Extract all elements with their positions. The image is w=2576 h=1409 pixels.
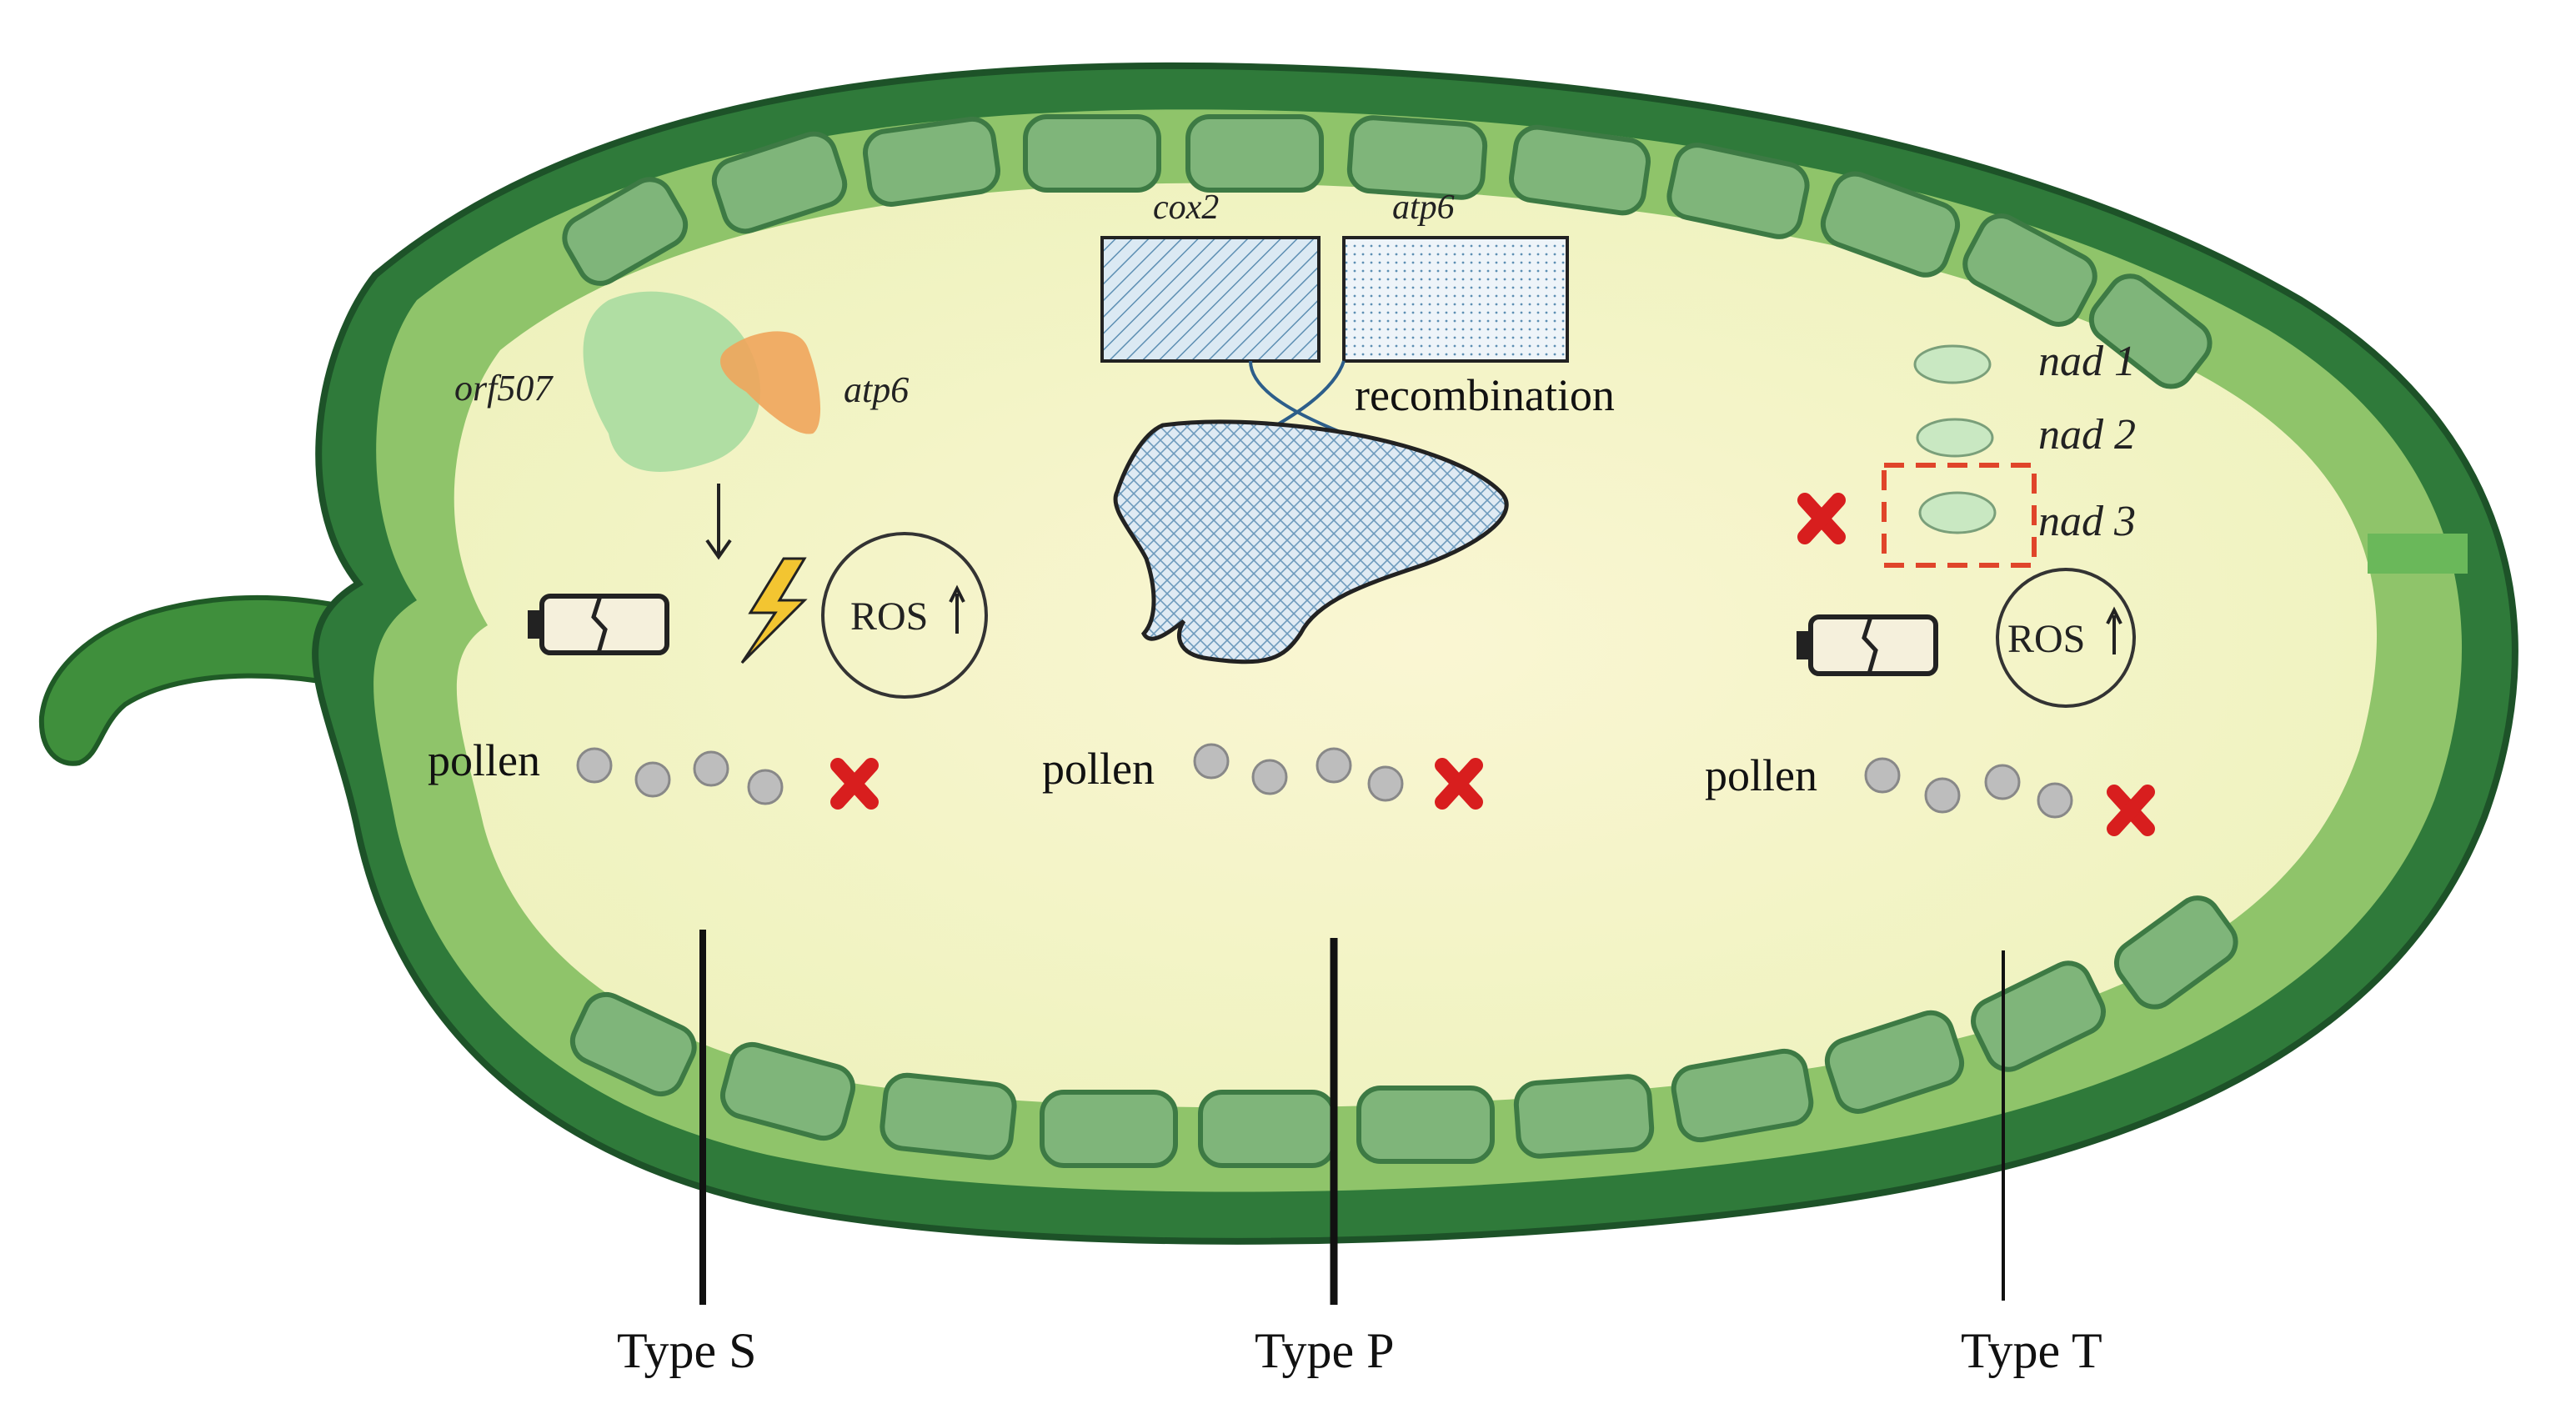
- cross-icon: [1435, 758, 1483, 810]
- type-p-label: Type P: [1255, 1323, 1394, 1378]
- orf507-blob: [583, 291, 760, 472]
- pollen-grains-t: [1864, 757, 2073, 819]
- recombined-block: [1113, 419, 1509, 664]
- atp6-blob: [720, 331, 821, 434]
- nad1-oval: [1913, 344, 1992, 384]
- type-s-section: orf507 atp6 ROS pollen: [428, 291, 988, 810]
- nad1-label: nad 1: [2038, 338, 2136, 385]
- ros-left-circle: [821, 532, 988, 699]
- type-pointer-lines: [699, 930, 2005, 1305]
- seeds-top: [562, 114, 2213, 389]
- orf507-label: orf507: [454, 368, 554, 409]
- type-t-section: nad 1 nad 2 nad 3 ROS pollen: [1705, 338, 2155, 836]
- ros-right-circle: [1996, 568, 2136, 708]
- up-arrow-icon: [2106, 606, 2122, 654]
- recombination-label: recombination: [1355, 370, 1615, 420]
- nad2-label: nad 2: [2038, 411, 2136, 459]
- seeds-bottom: [569, 895, 2238, 1168]
- cross-icon: [830, 758, 879, 810]
- ros-right-label: ROS: [2007, 617, 2085, 661]
- nad2-oval: [1916, 418, 1994, 458]
- cross-icon: [1797, 493, 1846, 544]
- atp6-block: [1342, 236, 1569, 363]
- pollen-p-label: pollen: [1042, 744, 1155, 794]
- pollen-s-label: pollen: [428, 735, 540, 785]
- type-t-label: Type T: [1961, 1323, 2102, 1378]
- nad3-label: nad 3: [2038, 498, 2136, 545]
- up-arrow-icon: [949, 584, 965, 634]
- nad3-highlight-box: [1882, 463, 2037, 568]
- pepper-notch: [2368, 534, 2468, 574]
- pollen-t-label: pollen: [1705, 750, 1817, 800]
- atp6-left-label: atp6: [844, 369, 909, 410]
- cox2-label: cox2: [1153, 188, 1219, 227]
- nad3-oval: [1918, 491, 1997, 534]
- battery-broken-icon: [528, 594, 669, 655]
- pollen-grains-p: [1193, 743, 1404, 802]
- battery-broken-icon: [1797, 614, 1938, 676]
- ros-left-label: ROS: [850, 594, 928, 639]
- down-arrow-icon: [705, 484, 732, 560]
- type-s-label: Type S: [617, 1323, 756, 1378]
- cox2-block: [1100, 236, 1321, 363]
- pepper-cavity: [454, 183, 2378, 1108]
- lightning-icon: [740, 557, 808, 664]
- cross-icon: [2107, 785, 2155, 836]
- atp6-mid-label: atp6: [1392, 188, 1455, 227]
- type-p-section: cox2 atp6 recombination pollen: [1042, 188, 1615, 810]
- pollen-grains-s: [576, 747, 784, 805]
